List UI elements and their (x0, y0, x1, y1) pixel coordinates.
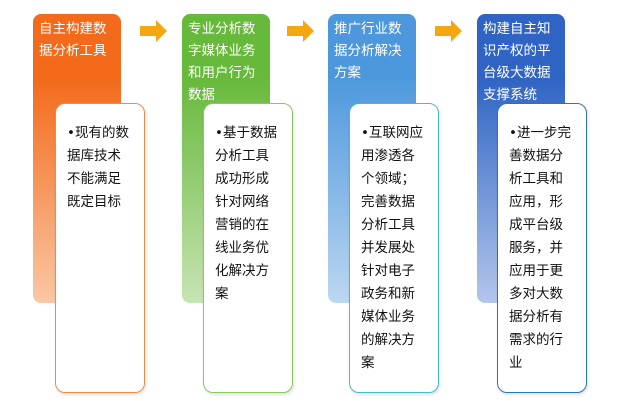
stage-1-detail-card: •现有的数 据库技术 不能满足 既定目标 (55, 103, 145, 393)
stage-3-title: 推广行业数 据分析解决 方案 (334, 21, 402, 81)
stage-3-detail: •互联网应 用渗透各 个领域； 完善数据 分析工具 并发展处 针对电子 政务和新… (361, 125, 423, 371)
stage-4-detail-card: •进一步完 善数据分 析工具和 应用，形 成平台级 服务，并 应用于更 多对大数… (497, 103, 587, 393)
stage-1-detail: •现有的数 据库技术 不能满足 既定目标 (67, 125, 129, 210)
stage-4-title: 构建自主知 识产权的平 台级大数据 支撑系统 (483, 21, 551, 103)
flow-arrow-icon (140, 20, 167, 42)
stage-2-detail-card: •基于数据 分析工具 成功形成 针对网络 营销的在 线业务优 化解决方 案 (203, 103, 293, 393)
stage-2-title: 专业分析数 字媒体业务 和用户行为 数据 (188, 21, 256, 103)
stage-4-detail: •进一步完 善数据分 析工具和 应用，形 成平台级 服务，并 应用于更 多对大数… (509, 125, 571, 371)
stage-3-detail-card: •互联网应 用渗透各 个领域； 完善数据 分析工具 并发展处 针对电子 政务和新… (349, 103, 439, 393)
stage-2-detail: •基于数据 分析工具 成功形成 针对网络 营销的在 线业务优 化解决方 案 (215, 125, 277, 302)
flow-arrow-icon (287, 20, 314, 42)
flow-arrow-icon (435, 20, 462, 42)
stage-1-title: 自主构建数 据分析工具 (39, 21, 107, 59)
